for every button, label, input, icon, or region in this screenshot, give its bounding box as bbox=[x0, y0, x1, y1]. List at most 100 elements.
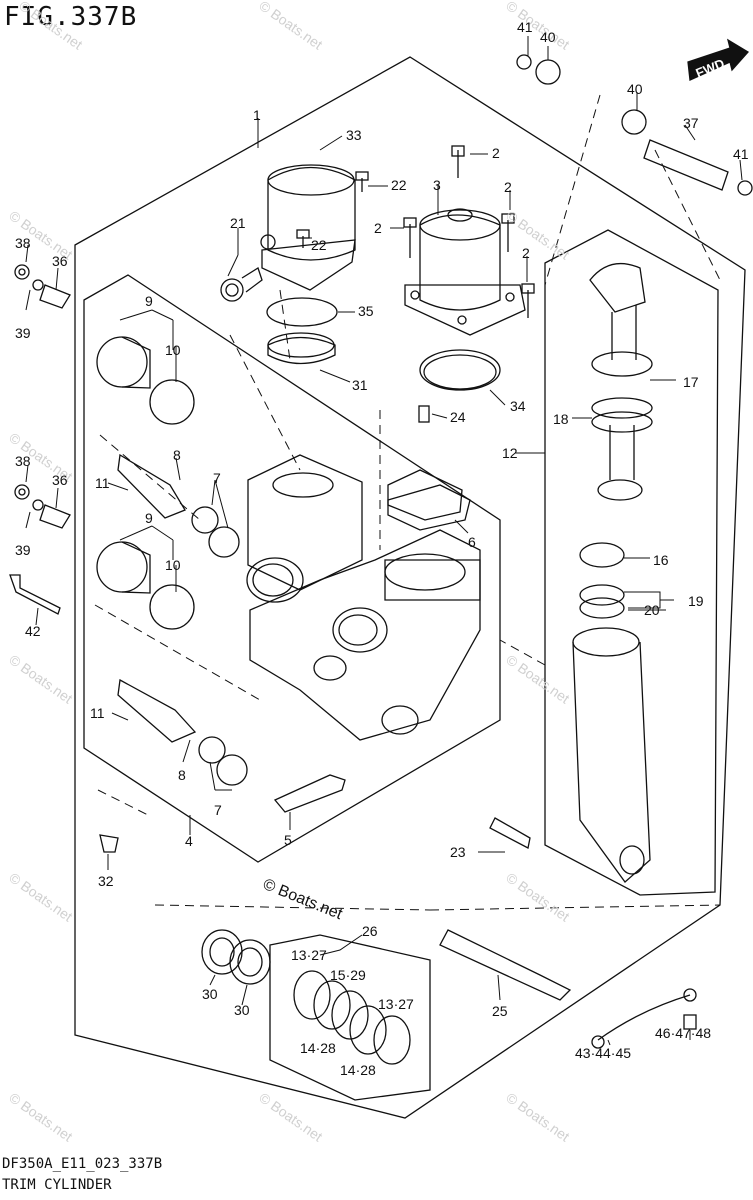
callout-label: 18 bbox=[553, 411, 569, 427]
callout-label: 38 bbox=[15, 453, 31, 469]
watermark: © Boats.net bbox=[6, 1089, 75, 1144]
callout-label: 33 bbox=[346, 127, 362, 143]
seal-31 bbox=[267, 336, 336, 365]
seal-16 bbox=[579, 542, 625, 568]
callout-label: 13·27 bbox=[378, 996, 414, 1012]
watermark: © Boats.net bbox=[503, 207, 572, 262]
callout-label: 7 bbox=[213, 470, 221, 486]
watermarks: © Boats.net © Boats.net © Boats.net © Bo… bbox=[6, 0, 572, 1145]
callout-label: 24 bbox=[450, 409, 466, 425]
callout-label: 4 bbox=[185, 833, 193, 849]
callout-label: 1 bbox=[253, 107, 261, 123]
callout-label: 14·28 bbox=[340, 1062, 376, 1078]
callout-label: 2 bbox=[504, 179, 512, 195]
callout-label: 17 bbox=[683, 374, 699, 390]
piston-rod bbox=[589, 262, 653, 501]
callout-label: 9 bbox=[145, 293, 153, 309]
callout-label: 11 bbox=[90, 705, 105, 721]
relief-valve bbox=[273, 774, 346, 813]
fwd-arrow bbox=[687, 38, 750, 81]
callout-label: 10 bbox=[165, 557, 181, 573]
callout-label: 11 bbox=[95, 475, 110, 491]
callout-label: 43·44·45 bbox=[575, 1045, 631, 1061]
watermark: © Boats.net bbox=[503, 651, 572, 706]
callout-label: 25 bbox=[492, 1003, 508, 1019]
callouts: 1 2 2 2 2 3 4 5 6 7 7 8 8 9 9 10 10 11 1… bbox=[15, 19, 749, 1078]
trim-motor bbox=[404, 208, 526, 336]
callout-label: 22 bbox=[311, 237, 327, 253]
figure-name: TRIM CYLINDER bbox=[2, 1177, 112, 1193]
callout-label: 13·27 bbox=[291, 947, 327, 963]
watermark: © Boats.net bbox=[256, 1089, 325, 1144]
callout-label: 39 bbox=[15, 542, 31, 558]
spool-valve-lower bbox=[96, 541, 248, 786]
pin-25 bbox=[439, 929, 572, 1001]
watermark: © Boats.net bbox=[6, 651, 75, 706]
callout-label: 16 bbox=[653, 552, 669, 568]
callout-label: 38 bbox=[15, 235, 31, 251]
callout-label: 14·28 bbox=[300, 1040, 336, 1056]
callout-label: 46·47·48 bbox=[655, 1025, 711, 1041]
callout-label: 34 bbox=[510, 398, 526, 414]
callout-label: 8 bbox=[178, 767, 186, 783]
callout-label: 22 bbox=[391, 177, 407, 193]
callout-label: 40 bbox=[627, 81, 643, 97]
callout-label: 2 bbox=[492, 145, 500, 161]
seal-kit-group-outline bbox=[269, 934, 431, 1101]
callout-label: 36 bbox=[52, 253, 68, 269]
callout-label: 12 bbox=[502, 445, 518, 461]
callout-label: 40 bbox=[540, 29, 556, 45]
callout-label: 26 bbox=[362, 923, 378, 939]
callout-label: 3 bbox=[433, 177, 441, 193]
callout-label: 41 bbox=[733, 146, 749, 162]
callout-label: 21 bbox=[230, 215, 246, 231]
callout-label: 7 bbox=[214, 802, 222, 818]
callout-label: 9 bbox=[145, 510, 153, 526]
callout-label: 31 bbox=[352, 377, 368, 393]
bolt-32 bbox=[99, 834, 119, 853]
callout-label: 15·29 bbox=[330, 967, 366, 983]
callout-label: 32 bbox=[98, 873, 114, 889]
figure-code: DF350A_E11_023_337B bbox=[2, 1156, 163, 1172]
callout-label: 37 bbox=[683, 115, 699, 131]
motor-screws bbox=[403, 145, 535, 318]
trim-cylinder-body bbox=[572, 627, 651, 883]
watermark: © Boats.net bbox=[256, 0, 325, 53]
callout-label: 2 bbox=[374, 220, 382, 236]
callout-label: 42 bbox=[25, 623, 41, 639]
callout-label: 35 bbox=[358, 303, 374, 319]
watermark: © Boats.net bbox=[503, 1089, 572, 1144]
figure-title: FIG.337B bbox=[4, 2, 138, 32]
watermark: © Boats.net bbox=[6, 869, 75, 924]
callout-label: 36 bbox=[52, 472, 68, 488]
callout-label: 41 bbox=[517, 19, 533, 35]
reservoir-cap bbox=[261, 164, 356, 291]
callout-label: 23 bbox=[450, 844, 466, 860]
callout-label: 20 bbox=[644, 602, 660, 618]
callout-label: 30 bbox=[202, 986, 218, 1002]
o-ring-35 bbox=[266, 297, 338, 327]
callout-label: 30 bbox=[234, 1002, 250, 1018]
callout-label: 19 bbox=[688, 593, 704, 609]
watermark: © Boats.net bbox=[16, 0, 85, 53]
callout-label: 10 bbox=[165, 342, 181, 358]
bolt-23 bbox=[489, 817, 531, 849]
spool-valve-upper bbox=[96, 336, 240, 558]
callout-label: 6 bbox=[468, 534, 476, 550]
fill-plug bbox=[220, 234, 276, 302]
manifold-group-outline bbox=[83, 274, 501, 863]
valve-plate bbox=[387, 469, 463, 521]
bolt-42 bbox=[9, 574, 61, 615]
callout-label: 8 bbox=[173, 447, 181, 463]
piston-group-outline bbox=[544, 229, 719, 896]
callout-label: 39 bbox=[15, 325, 31, 341]
o-ring-34 bbox=[419, 349, 501, 391]
callout-label: 2 bbox=[522, 245, 530, 261]
manifold-body bbox=[246, 454, 481, 741]
pin-37 bbox=[643, 139, 729, 191]
center-watermark: © Boats.net bbox=[261, 876, 346, 923]
ground-cable bbox=[597, 994, 691, 1041]
watermark: © Boats.net bbox=[503, 0, 572, 53]
callout-label: 5 bbox=[284, 832, 292, 848]
